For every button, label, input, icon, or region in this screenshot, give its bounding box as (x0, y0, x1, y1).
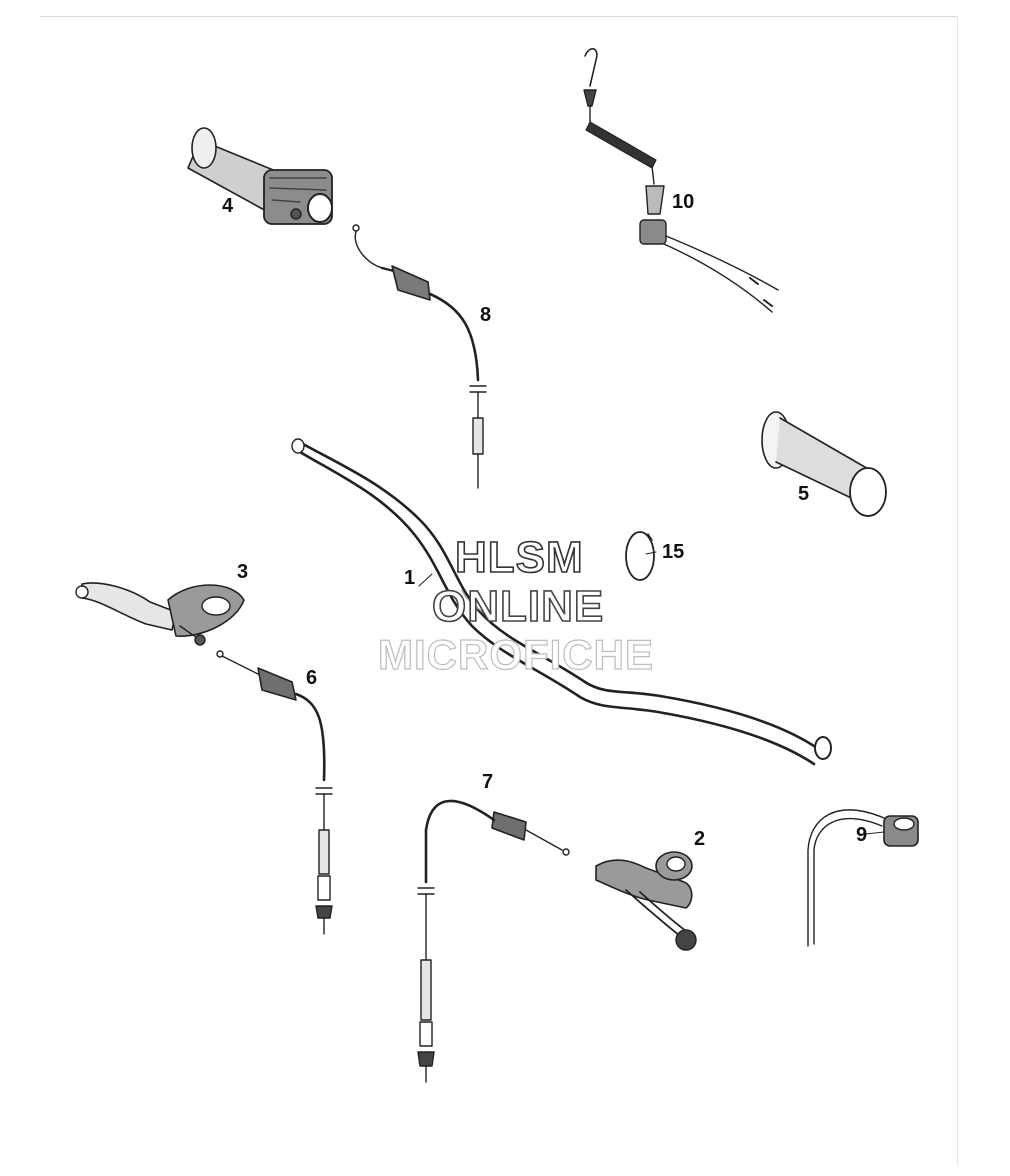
handlebar-part (291, 438, 832, 766)
watermark-line-2: ONLINE (431, 582, 605, 631)
callout-8: 8 (480, 304, 492, 326)
brake-cable-part (417, 799, 570, 1083)
callout-5: 5 (798, 483, 810, 505)
clutch-lever-part (75, 582, 245, 646)
throttle-grip-part (187, 127, 333, 225)
watermark-line-3: MICROFICHE (377, 631, 654, 678)
callout-3: 3 (237, 561, 249, 583)
leader-lines (418, 551, 885, 835)
throttle-cable-part (352, 224, 487, 489)
switch-part (807, 809, 919, 947)
clutch-cable-part (216, 650, 333, 935)
callout-1: 1 (404, 567, 416, 589)
callout-7: 7 (482, 771, 494, 793)
callout-2: 2 (694, 828, 706, 850)
callout-6: 6 (306, 667, 318, 689)
callout-9: 9 (856, 824, 868, 846)
callout-10: 10 (672, 191, 695, 213)
brake-lever-part (595, 851, 697, 951)
left-grip-part (761, 411, 887, 517)
frame-top-border (40, 16, 958, 17)
callout-4: 4 (222, 195, 234, 217)
kill-switch-part (583, 48, 779, 313)
frame-right-border (957, 16, 958, 1166)
clip-ring-part (625, 531, 655, 581)
watermark-line-1: HLSM (454, 533, 584, 582)
callout-15: 15 (662, 541, 685, 563)
